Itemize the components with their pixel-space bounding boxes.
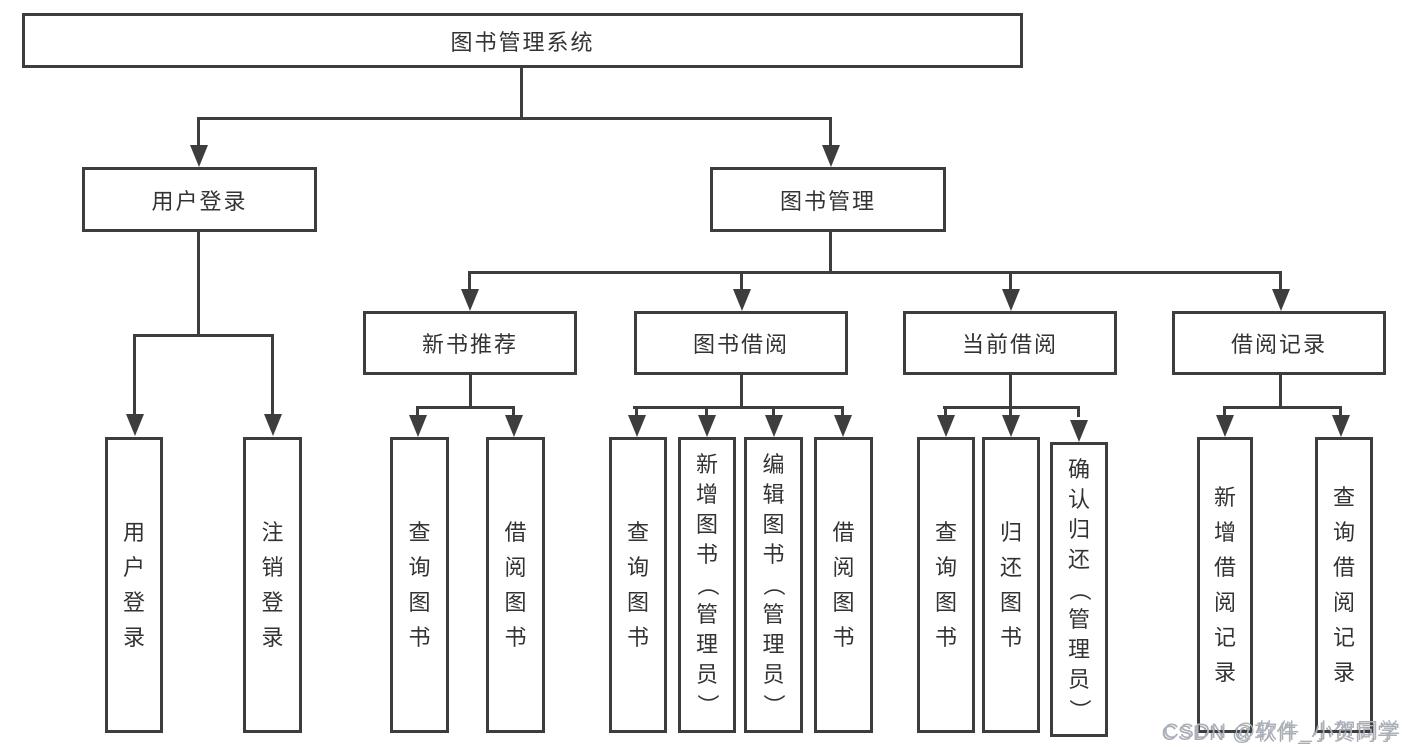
connector-shaft (1009, 406, 1012, 417)
node-label: 图书管理系统 (450, 29, 595, 55)
node-label: 编辑图书（管理员） (761, 452, 787, 717)
node-label: 查询图书 (408, 520, 431, 650)
connector-user-login-branch (133, 334, 274, 337)
arrow-down-icon (822, 145, 840, 167)
connector-shaft (197, 117, 200, 145)
connector-shaft (468, 271, 471, 291)
node-label: 图书借阅 (692, 332, 789, 357)
arrow-down-icon (1272, 289, 1290, 311)
node-user-login: 用户登录 (82, 167, 317, 232)
leaf-add-borrow-record: 新增借阅记录 (1197, 437, 1253, 733)
arrow-down-icon (733, 289, 751, 311)
arrow-down-icon (834, 415, 852, 437)
csdn-watermark: CSDN @软件_小贺同学 (1163, 720, 1401, 743)
node-new-book-recommend: 新书推荐 (363, 311, 577, 375)
connector-shaft (740, 271, 743, 291)
node-current-borrow: 当前借阅 (903, 311, 1117, 375)
connector-shaft (271, 334, 274, 415)
connector-user-login-stem (197, 232, 200, 336)
connector-shaft (705, 406, 708, 417)
leaf-borrow-books-2: 借阅图书 (814, 437, 873, 733)
node-label: 新增图书（管理员） (694, 452, 720, 717)
node-label: 新增借阅记录 (1213, 485, 1236, 685)
arrow-down-icon (190, 145, 208, 167)
node-label: 归还图书 (999, 520, 1022, 650)
leaf-confirm-return-admin: 确认归还（管理员） (1050, 442, 1108, 737)
arrow-down-icon (409, 415, 427, 437)
connector-root-stem (520, 68, 523, 118)
node-label: 新书推荐 (421, 332, 518, 357)
leaf-query-books-1: 查询图书 (390, 437, 449, 733)
leaf-borrow-books-1: 借阅图书 (486, 437, 545, 733)
arrow-down-icon (765, 415, 783, 437)
node-label: 用户登录 (151, 188, 248, 214)
connector-branch (633, 406, 844, 409)
node-label: 借阅记录 (1230, 332, 1327, 357)
connector-level1-branch (197, 117, 832, 120)
connector-shaft (772, 406, 775, 417)
arrow-down-icon (1070, 420, 1088, 442)
leaf-query-borrow-record: 查询借阅记录 (1315, 437, 1373, 733)
node-label: 用户登录 (122, 520, 145, 650)
connector-shaft (1009, 271, 1012, 291)
connector-shaft (635, 406, 638, 417)
node-label: 查询图书 (626, 520, 649, 650)
connector-shaft (1223, 406, 1226, 417)
node-book-borrow: 图书借阅 (634, 311, 848, 375)
connector-level2-branch (468, 271, 1282, 274)
connector-shaft (416, 406, 419, 417)
arrow-down-icon (628, 415, 646, 437)
connector-shaft (829, 117, 832, 145)
leaf-edit-books-admin: 编辑图书（管理员） (744, 437, 803, 733)
leaf-logout: 注销登录 (243, 437, 302, 733)
node-label: 借阅图书 (832, 520, 855, 650)
connector-shaft (1077, 406, 1080, 417)
connector-stem (1009, 375, 1012, 409)
node-label: 注销登录 (261, 520, 284, 650)
connector-stem (469, 375, 472, 409)
node-label: 图书管理 (779, 188, 876, 214)
arrow-down-icon (698, 415, 716, 437)
arrow-down-icon (1332, 415, 1350, 437)
connector-shaft (133, 334, 136, 415)
connector-shaft (841, 406, 844, 417)
connector-book-mgmt-stem (829, 232, 832, 273)
leaf-add-books-admin: 新增图书（管理员） (678, 437, 736, 733)
arrow-down-icon (505, 415, 523, 437)
connector-shaft (1339, 406, 1342, 417)
node-label: 当前借阅 (961, 332, 1058, 357)
connector-stem (740, 375, 743, 408)
node-label: 借阅图书 (504, 520, 527, 650)
connector-stem (1279, 375, 1282, 409)
node-borrow-records: 借阅记录 (1172, 311, 1386, 375)
leaf-query-books-2: 查询图书 (609, 437, 667, 733)
node-label: 查询图书 (934, 520, 957, 650)
connector-branch (416, 406, 515, 409)
node-label: 确认归还（管理员） (1066, 456, 1092, 721)
connector-shaft (1279, 271, 1282, 291)
arrow-down-icon (937, 415, 955, 437)
node-book-management: 图书管理 (710, 167, 946, 232)
arrow-down-icon (461, 289, 479, 311)
leaf-user-login: 用户登录 (105, 437, 163, 733)
leaf-return-books: 归还图书 (982, 437, 1040, 733)
arrow-down-icon (1216, 415, 1234, 437)
connector-branch (1223, 406, 1342, 409)
node-library-system: 图书管理系统 (22, 13, 1023, 68)
leaf-query-books-3: 查询图书 (917, 437, 975, 733)
connector-shaft (512, 406, 515, 417)
arrow-down-icon (1002, 415, 1020, 437)
arrow-down-icon (1002, 289, 1020, 311)
arrow-down-icon (126, 414, 144, 436)
connector-shaft (944, 406, 947, 417)
arrow-down-icon (264, 414, 282, 436)
node-label: 查询借阅记录 (1332, 485, 1355, 685)
